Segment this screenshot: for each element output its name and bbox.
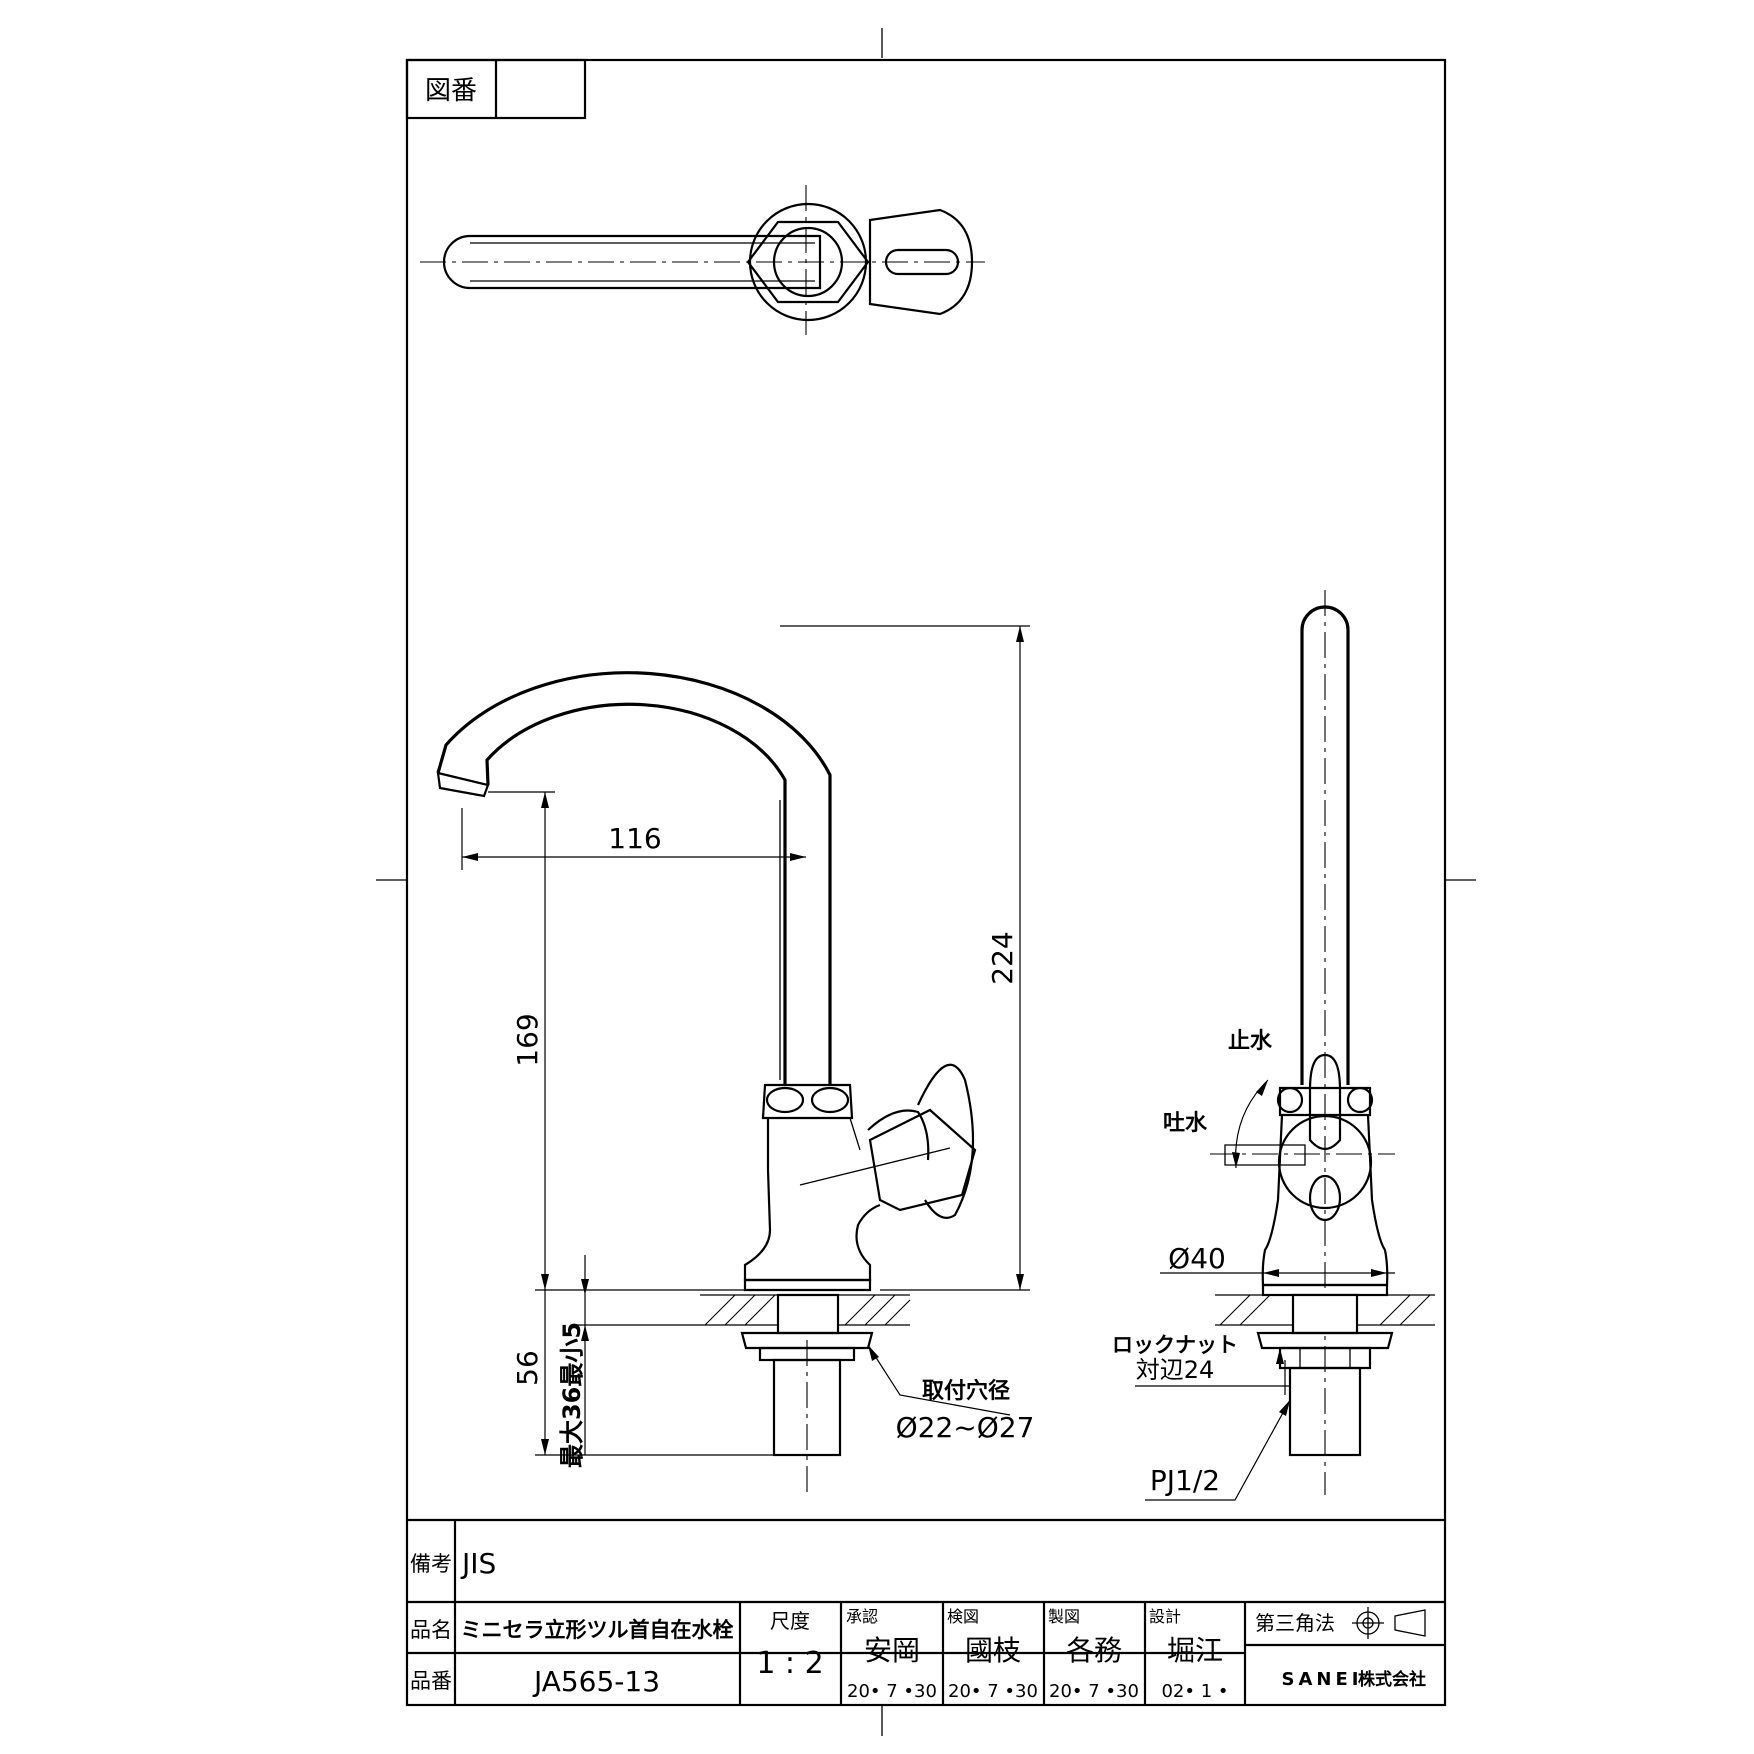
check-date: 20• 7 •30: [948, 1681, 1038, 1702]
side-dimensions: Ø40 ロックナット 対辺24 PJ1/2: [1112, 1242, 1395, 1501]
side-view: 止水 吐水: [1163, 590, 1435, 1495]
design-date: 02• 1 •: [1161, 1681, 1228, 1702]
dim-counter-range: 最大36最小5: [558, 1322, 586, 1468]
dim-spout-height: 169: [511, 1013, 544, 1066]
dim-hole-label: 取付穴径: [922, 1378, 1010, 1404]
drawing-number-box: 図番: [405, 58, 587, 120]
name-value: ミニセラ立形ツル首自在水栓: [461, 1618, 734, 1642]
dim-thread: PJ1/2: [1150, 1464, 1220, 1497]
design-name: 堀江: [1167, 1634, 1223, 1667]
scale-value: 1 : 2: [756, 1646, 823, 1681]
name-label: 品名: [410, 1618, 452, 1642]
label-spout-water: 吐水: [1163, 1111, 1208, 1136]
remarks-value: JIS: [460, 1547, 496, 1580]
draft-label: 製図: [1048, 1607, 1080, 1626]
top-view: [420, 185, 985, 335]
part-label: 品番: [410, 1669, 452, 1693]
front-dimensions: 116 224 169 56 最大36最小5 取付穴径 Ø22~Ø27: [461, 625, 1035, 1468]
dim-locknut-label: ロックナット: [1112, 1333, 1238, 1357]
third-angle-projection-icon: [1352, 1607, 1426, 1639]
dim-spout-reach: 116: [608, 822, 661, 855]
dim-hole-value: Ø22~Ø27: [896, 1411, 1035, 1444]
company-suffix: 株式会社: [1358, 1669, 1426, 1690]
dim-shank-length: 56: [511, 1350, 544, 1386]
scale-label: 尺度: [770, 1609, 810, 1633]
dim-locknut-size: 対辺24: [1136, 1356, 1215, 1384]
design-label: 設計: [1149, 1607, 1181, 1626]
approval-date: 20• 7 •30: [847, 1681, 937, 1702]
title-block: 備考 JIS 品名 ミニセラ立形ツル首自在水栓 品番 JA565-13 尺度 1…: [407, 1518, 1445, 1705]
draft-name: 各務: [1066, 1634, 1122, 1667]
remarks-label: 備考: [410, 1552, 452, 1576]
check-name: 國枝: [965, 1634, 1021, 1667]
dim-base-diameter: Ø40: [1168, 1242, 1226, 1275]
front-view: [436, 671, 977, 1495]
check-label: 検図: [947, 1607, 979, 1626]
approval-name: 安岡: [864, 1634, 920, 1667]
part-value: JA565-13: [532, 1665, 660, 1698]
drawing-frame: [376, 28, 1476, 1736]
approval-label: 承認: [846, 1607, 878, 1626]
draft-date: 20• 7 •30: [1049, 1681, 1139, 1702]
dim-overall-height: 224: [986, 931, 1019, 984]
company-name: SANEI: [1282, 1669, 1363, 1690]
label-stop-water: 止水: [1228, 1029, 1273, 1054]
drawing-number-label: 図番: [425, 76, 477, 106]
projection-label: 第三角法: [1255, 1611, 1335, 1635]
